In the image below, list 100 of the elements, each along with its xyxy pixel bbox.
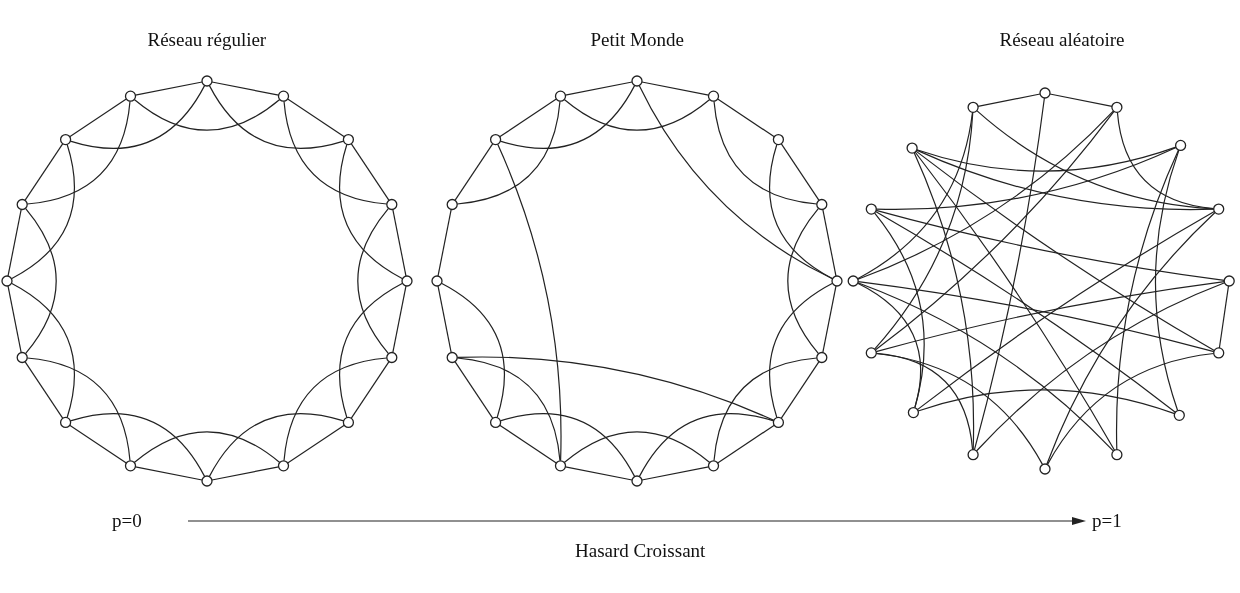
- edge-line: [133, 98, 281, 131]
- edge-line: [857, 282, 1115, 452]
- edge-line: [1218, 285, 1230, 349]
- vertex-circle: [59, 133, 72, 146]
- edge-line: [780, 361, 820, 419]
- edge-line: [440, 282, 506, 419]
- edge-line: [1154, 149, 1180, 412]
- edge-line: [641, 466, 710, 481]
- edge-line: [780, 143, 820, 201]
- graph-title: Petit Monde: [590, 29, 684, 51]
- edge-line: [1046, 352, 1215, 466]
- graph-title: Réseau régulier: [147, 29, 267, 51]
- edge-line: [717, 424, 775, 464]
- graph-title: Réseau aléatoire: [999, 29, 1125, 51]
- vertex-circle: [554, 460, 567, 472]
- edge-line: [913, 152, 975, 451]
- vertex-circle: [16, 351, 28, 364]
- vertex-circle: [277, 90, 290, 102]
- edge-line: [10, 282, 76, 419]
- edge-line: [499, 424, 557, 464]
- edge-line: [768, 143, 834, 280]
- vertex-circle: [772, 133, 785, 146]
- edge-line: [499, 84, 636, 150]
- vertex-circle: [816, 198, 828, 211]
- edge-line: [338, 143, 404, 280]
- edge-line: [1049, 93, 1113, 107]
- edge-line: [7, 208, 22, 277]
- vertex-circle: [124, 460, 137, 472]
- edge-line: [437, 208, 452, 277]
- edge-line: [973, 97, 1045, 451]
- vertex-circle: [906, 142, 918, 154]
- scale-label: p=1: [1092, 510, 1122, 532]
- vertex-circle: [1223, 275, 1235, 287]
- edge-line: [717, 98, 775, 138]
- edge-line: [24, 361, 64, 419]
- edge-line: [350, 143, 390, 201]
- edge-line: [857, 282, 922, 409]
- edge-line: [456, 100, 561, 205]
- vertex-circle: [431, 275, 443, 287]
- edge-line: [822, 285, 837, 354]
- scale-label: p=0: [112, 510, 142, 532]
- vertex-circle: [707, 460, 720, 472]
- edge-line: [1115, 149, 1180, 451]
- edge-line: [437, 285, 452, 354]
- vertex-circle: [1111, 449, 1123, 461]
- edge-line: [874, 110, 1115, 351]
- vertex-circle: [967, 449, 979, 461]
- edge-line: [563, 431, 711, 464]
- vertex-circle: [342, 133, 355, 146]
- vertex-circle: [386, 351, 398, 364]
- vertex-circle: [489, 416, 502, 429]
- edge-line: [134, 81, 203, 96]
- edge-line: [456, 357, 561, 462]
- edge-line: [69, 98, 127, 138]
- edge-line: [822, 208, 837, 277]
- edge-line: [638, 412, 775, 478]
- edge-line: [497, 143, 562, 462]
- edge-line: [563, 98, 711, 131]
- edge-line: [26, 357, 131, 462]
- edge-line: [975, 282, 1226, 452]
- edge-line: [357, 207, 390, 355]
- vertex-circle: [401, 275, 413, 287]
- edge-line: [875, 352, 1044, 466]
- edge-line: [134, 466, 203, 481]
- vertex-circle: [16, 198, 28, 211]
- vertex-circle: [124, 90, 137, 102]
- edge-line: [917, 389, 1176, 415]
- edge-line: [208, 412, 345, 478]
- vertex-circle: [1039, 87, 1051, 99]
- edge-line: [454, 143, 494, 201]
- axis-label: Hasard Croissant: [575, 540, 706, 562]
- vertex-circle: [201, 75, 213, 87]
- vertex-circle: [201, 475, 213, 487]
- edge-line: [875, 210, 1176, 413]
- edge-line: [338, 282, 404, 419]
- edge-line: [456, 356, 775, 421]
- edge-line: [69, 84, 206, 150]
- edge-line: [1046, 211, 1216, 465]
- vertex-circle: [907, 406, 920, 419]
- vertex-circle: [59, 416, 72, 429]
- vertex-circle: [489, 133, 502, 146]
- vertex-circle: [277, 460, 290, 472]
- edge-line: [499, 98, 557, 138]
- edge-line: [392, 285, 407, 354]
- edge-line: [638, 84, 834, 280]
- vertex-circle: [631, 475, 643, 487]
- edge-line: [564, 81, 633, 96]
- edge-line: [208, 84, 345, 150]
- edge-line: [977, 93, 1041, 107]
- vertex-circle: [1174, 139, 1187, 152]
- vertex-circle: [1213, 347, 1225, 359]
- edge-line: [392, 208, 407, 277]
- edge-line: [133, 431, 281, 464]
- edge-line: [211, 81, 280, 96]
- vertex-circle: [967, 101, 979, 113]
- vertex-circle: [865, 203, 877, 215]
- edge-line: [916, 149, 1215, 211]
- vertex-circle: [631, 75, 643, 87]
- vertex-circle: [446, 198, 458, 211]
- edge-line: [24, 207, 57, 355]
